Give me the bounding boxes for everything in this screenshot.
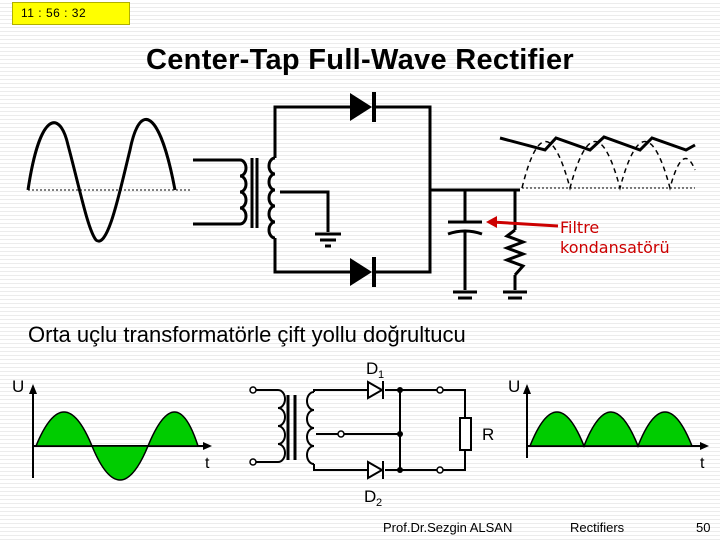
lower-transformer [250, 389, 315, 465]
lower-input-sine [34, 411, 200, 481]
filter-capacitor-label: Filtre kondansatörü [560, 218, 670, 258]
footer-author: Prof.Dr.Sezgin ALSAN [383, 520, 513, 535]
ground-symbol-capacitor [453, 290, 477, 300]
input-sine-wave [26, 118, 177, 243]
output-rectified-dashed [521, 141, 696, 191]
lower-input-plot [29, 384, 212, 481]
rectifier-wiring [273, 105, 520, 290]
diode-d1-label: D [366, 359, 378, 378]
filter-label-line-1: Filtre [560, 218, 600, 237]
lower-resistor-symbol [459, 417, 472, 451]
ground-symbol-center [315, 232, 341, 248]
filter-arrow-head [486, 216, 497, 228]
filter-arrow [491, 220, 559, 228]
footer-page-number: 50 [696, 520, 711, 535]
diode-d2-label: D [364, 487, 376, 506]
lower-output-plot [523, 384, 709, 458]
primary-coil [193, 158, 248, 226]
input-axis-u-label: U [12, 377, 24, 396]
secondary-coil [267, 156, 276, 240]
lower-diode-d2-symbol [367, 460, 385, 480]
output-axis-t-label: t [700, 455, 705, 472]
filter-capacitor [447, 220, 483, 236]
resistor-r-label: R [482, 425, 494, 444]
input-axis-t-label: t [205, 455, 210, 472]
footer-topic: Rectifiers [570, 520, 625, 535]
slide-title: Center-Tap Full-Wave Rectifier [146, 44, 574, 76]
diode-d2-subscript: 2 [376, 497, 382, 509]
lower-wiring [313, 389, 466, 471]
transformer [193, 156, 276, 240]
ground-symbol-resistor [503, 290, 527, 300]
upper-diode-d1 [350, 92, 376, 122]
lower-diode-d2 [350, 257, 376, 287]
diode-d1-subscript: 1 [378, 369, 384, 381]
slide-subtitle: Orta uçlu transformatörle çift yollu doğ… [28, 322, 466, 347]
output-axis-u-label: U [508, 377, 520, 396]
filter-label-line-2: kondansatörü [560, 238, 670, 257]
output-ripple-wave [499, 135, 696, 152]
lower-diode-d1-symbol [367, 380, 385, 400]
load-resistor [502, 228, 528, 276]
lower-output-rectified [528, 411, 694, 449]
clock-display: 11 : 56 : 32 [12, 2, 130, 25]
